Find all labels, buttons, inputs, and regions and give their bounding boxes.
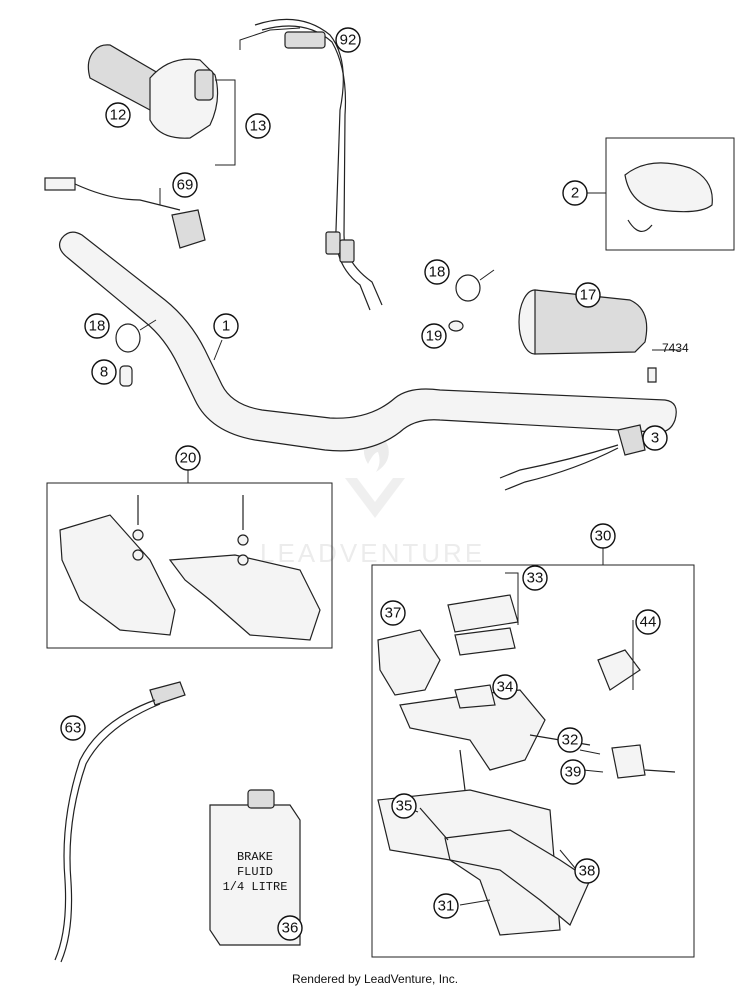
callout-30: 30 [590, 523, 616, 549]
bottle-label-line2: FLUID [237, 865, 273, 879]
watermark-text: LEADVENTURE [260, 538, 485, 568]
master-cylinder-kit [371, 548, 695, 958]
callout-2: 2 [562, 180, 588, 206]
bar-pad-inset [586, 137, 735, 251]
svg-text:12: 12 [110, 107, 127, 124]
callout-13: 13 [245, 113, 271, 139]
callout-44: 44 [635, 609, 661, 635]
callout-39: 39 [560, 759, 586, 785]
svg-text:3: 3 [651, 430, 659, 447]
callout-18-right: 18 [424, 259, 450, 285]
svg-text:13: 13 [250, 118, 267, 135]
callout-63: 63 [60, 715, 86, 741]
svg-text:2: 2 [571, 185, 579, 202]
svg-text:19: 19 [426, 328, 443, 345]
svg-text:18: 18 [89, 318, 106, 335]
svg-text:38: 38 [579, 863, 596, 880]
svg-text:18: 18 [429, 264, 446, 281]
svg-text:32: 32 [562, 732, 579, 749]
svg-text:44: 44 [640, 614, 657, 631]
callout-1: 1 [213, 313, 239, 339]
kill-switch [44, 177, 206, 249]
footer-credit: Rendered by LeadVenture, Inc. [291, 972, 459, 986]
bottle-label-line1: BRAKE [237, 850, 273, 864]
leadventure-watermark: LEADVENTURE [260, 430, 485, 568]
svg-text:92: 92 [340, 32, 357, 49]
callout-35: 35 [391, 793, 417, 819]
callout-92: 92 [335, 27, 361, 53]
callout-36: 36 [277, 915, 303, 941]
handguard-kit [46, 470, 333, 649]
right-switch [499, 424, 659, 491]
svg-text:39: 39 [565, 764, 582, 781]
svg-text:33: 33 [527, 570, 544, 587]
callout-20: 20 [175, 445, 201, 471]
callout-17: 17 [575, 282, 601, 308]
svg-text:17: 17 [580, 287, 597, 304]
svg-text:1: 1 [222, 318, 230, 335]
callout-34: 34 [492, 674, 518, 700]
svg-text:31: 31 [438, 898, 455, 915]
svg-text:37: 37 [385, 605, 402, 622]
callout-12: 12 [105, 102, 131, 128]
throttle-cables [254, 18, 383, 311]
svg-text:30: 30 [595, 528, 612, 545]
svg-text:36: 36 [282, 920, 299, 937]
brake-line [54, 681, 186, 963]
svg-text:20: 20 [180, 450, 197, 467]
callout-33: 33 [522, 565, 548, 591]
throttle-grip-assembly [87, 27, 301, 166]
svg-text:35: 35 [396, 798, 413, 815]
callout-8: 8 [91, 359, 117, 385]
callout-37: 37 [380, 600, 406, 626]
callout-69: 69 [172, 172, 198, 198]
svg-text:8: 8 [100, 364, 108, 381]
handlebar [58, 231, 677, 452]
callout-3: 3 [642, 425, 668, 451]
callout-19: 19 [421, 323, 447, 349]
small-parts [115, 269, 680, 387]
bottle-label-line3: 1/4 LITRE [223, 880, 288, 894]
brake-fluid-bottle: BRAKE FLUID 1/4 LITRE [209, 789, 301, 946]
svg-text:34: 34 [497, 679, 514, 696]
reference-label-7434: 7434 [662, 341, 689, 355]
callout-31: 31 [433, 893, 459, 919]
callout-18-left: 18 [84, 313, 110, 339]
svg-text:69: 69 [177, 177, 194, 194]
svg-text:63: 63 [65, 720, 82, 737]
callout-32: 32 [557, 727, 583, 753]
left-grip [518, 289, 648, 355]
callout-38: 38 [574, 858, 600, 884]
